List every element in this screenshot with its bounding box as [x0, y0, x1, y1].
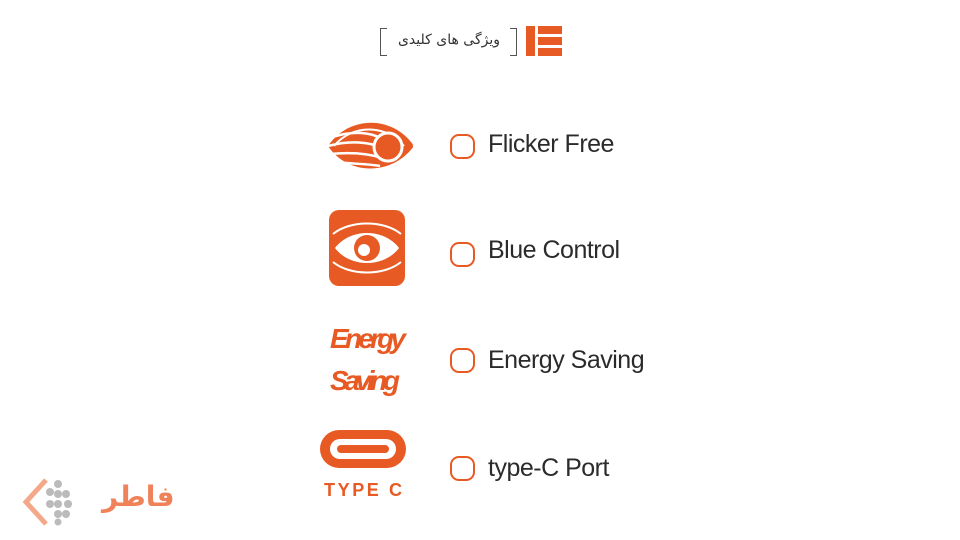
- feature-label: type-C Port: [488, 454, 609, 482]
- energy-saving-icon-line-1: Energy: [330, 323, 407, 354]
- feature-label: Blue Control: [488, 236, 620, 264]
- feature-item-type-c-port: TYPE C type-C Port: [300, 424, 720, 514]
- type-c-icon-text: TYPE C: [324, 480, 402, 500]
- section-header: ویژگی های کلیدی: [380, 22, 570, 62]
- list-menu-icon: [526, 26, 562, 56]
- feature-checkbox[interactable]: [450, 134, 475, 159]
- brand-logo: فاطر: [22, 474, 175, 530]
- energy-saving-icon: Energy Saving: [330, 323, 407, 396]
- feature-label: Flicker Free: [488, 130, 614, 158]
- feature-checkbox[interactable]: [450, 348, 475, 373]
- section-title: ویژگی های کلیدی: [397, 32, 501, 48]
- feature-item-energy-saving: Energy Saving Energy Saving: [300, 314, 720, 404]
- type-c-port-icon: TYPE C: [320, 430, 406, 500]
- fater-logo-icon: [22, 478, 72, 526]
- header-bracket-right: [510, 28, 517, 56]
- feature-item-flicker-free: Flicker Free: [300, 102, 720, 192]
- feature-checkbox[interactable]: [450, 456, 475, 481]
- feature-label: Energy Saving: [488, 346, 645, 374]
- feature-checkbox[interactable]: [450, 242, 475, 267]
- brand-name: فاطر: [102, 480, 175, 513]
- eye-flicker-icon: [327, 122, 416, 169]
- feature-item-blue-control: Blue Control: [300, 208, 720, 298]
- header-bracket-left: [380, 28, 387, 56]
- eye-blue-control-icon: [329, 210, 405, 286]
- energy-saving-icon-line-2: Saving: [330, 365, 400, 396]
